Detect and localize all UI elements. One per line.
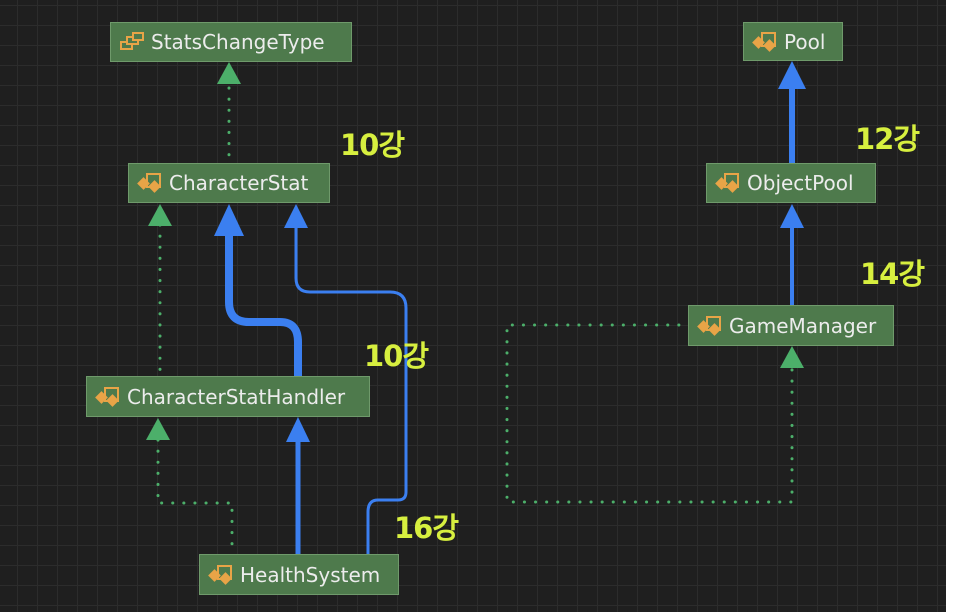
class-icon [715,173,739,193]
node-label: StatsChangeType [151,30,325,54]
dependency-arrowhead [148,204,172,226]
dependency-line [156,438,234,556]
class-icon [752,31,776,52]
lecture-annotation: 12강 [855,122,920,156]
node-pool[interactable]: Pool [743,22,843,61]
dependency-line [505,323,794,504]
node-stats-change-type[interactable]: StatsChangeType [110,22,352,62]
lecture-annotation: 16강 [394,511,459,545]
class-icon [208,564,232,585]
lecture-annotation: 10강 [340,128,405,162]
inheritance-arrowhead [286,417,310,442]
class-icon [697,315,721,336]
dependency-arrowhead [146,418,170,440]
lecture-annotation: 14강 [860,257,925,291]
enum-icon [120,32,144,50]
node-label: Pool [784,29,826,54]
dependency-arrowhead [217,62,241,84]
node-health-system[interactable]: HealthSystem [199,554,399,595]
node-game-manager[interactable]: GameManager [688,305,894,346]
inheritance-arrowhead [214,204,244,236]
node-label: HealthSystem [240,562,381,587]
inheritance-arrowhead [778,61,806,89]
node-character-stat-handler[interactable]: CharacterStatHandler [86,376,370,417]
node-character-stat[interactable]: CharacterStat [128,163,330,203]
dependency-arrowhead [780,346,804,368]
node-label: CharacterStatHandler [127,384,346,409]
lecture-annotation: 10강 [364,339,429,373]
node-label: ObjectPool [747,171,854,195]
inheritance-line [294,226,408,556]
inheritance-arrowhead [284,204,308,228]
node-object-pool[interactable]: ObjectPool [706,163,876,203]
node-label: CharacterStat [169,171,309,195]
class-icon [95,386,119,407]
inheritance-line [225,226,302,380]
inheritance-arrowhead [780,204,804,228]
node-label: GameManager [729,313,877,338]
class-icon [137,173,161,193]
